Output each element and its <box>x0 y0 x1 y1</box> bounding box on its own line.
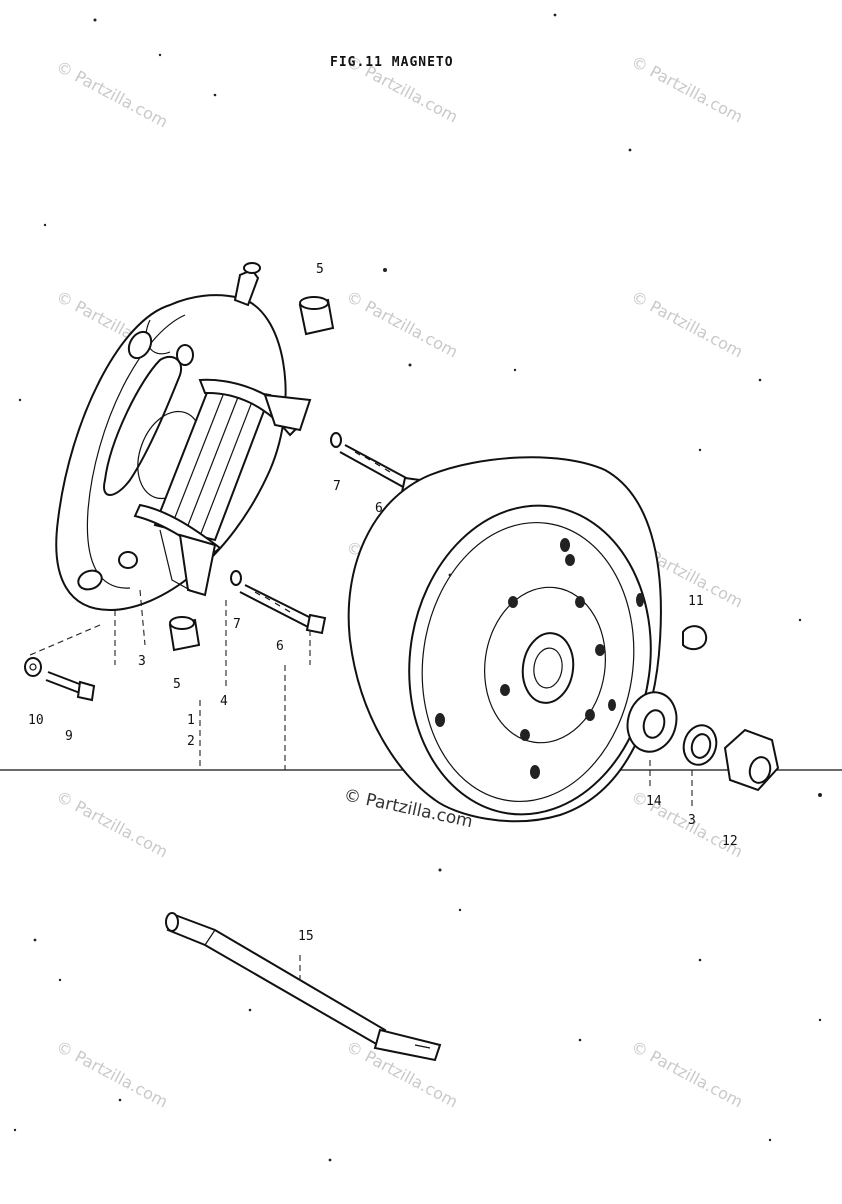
callout-5-bottom: 5 <box>173 677 181 692</box>
callout-10: 10 <box>28 713 44 728</box>
watermark-text: © Partzilla.com <box>628 287 746 362</box>
leader-lines <box>29 589 693 985</box>
callout-15: 15 <box>298 929 314 944</box>
callouts: 1 2 3 4 5 5 6 6 7 7 9 10 11 12 3 14 15 <box>28 262 738 944</box>
callout-4: 4 <box>220 694 228 709</box>
watermark-text: © Partzilla.com <box>53 787 171 862</box>
stator-base-plate <box>55 262 287 612</box>
callout-7-upper: 7 <box>333 479 341 494</box>
watermark-text: © Partzilla.com <box>343 287 461 362</box>
watermark-text: © Partzilla.com <box>53 57 171 132</box>
callout-6-upper: 6 <box>375 501 383 516</box>
flywheel-nut <box>723 728 780 792</box>
callout-2: 2 <box>187 734 195 749</box>
screw-upper <box>330 432 422 497</box>
callout-3: 3 <box>138 654 146 669</box>
rotor-holder-tool <box>165 912 442 1062</box>
callout-13: 3 <box>688 813 696 828</box>
watermark-text: © Partzilla.com <box>628 1037 746 1112</box>
woodruff-key <box>682 625 708 651</box>
flywheel-rotor <box>347 456 662 823</box>
washer-large <box>626 691 678 753</box>
callout-1: 1 <box>187 713 195 728</box>
ignition-coil <box>133 378 312 597</box>
lock-washer <box>682 724 718 766</box>
spacer-bottom <box>168 616 201 652</box>
callout-6-lower: 6 <box>276 639 284 654</box>
watermark-text: © Partzilla.com <box>53 1037 171 1112</box>
figure-title: FIG.11 MAGNETO <box>330 55 454 70</box>
callout-12: 12 <box>722 834 738 849</box>
callout-5-top: 5 <box>316 262 324 277</box>
mounting-screw <box>24 657 96 702</box>
callout-11: 11 <box>688 594 704 609</box>
callout-14: 14 <box>646 794 662 809</box>
watermark-text: © Partzilla.com <box>628 52 746 127</box>
callout-7-lower: 7 <box>233 617 241 632</box>
spacer-top <box>298 296 335 336</box>
print-speckles <box>13 13 822 1162</box>
screw-lower <box>230 570 327 635</box>
callout-9: 9 <box>65 729 73 744</box>
